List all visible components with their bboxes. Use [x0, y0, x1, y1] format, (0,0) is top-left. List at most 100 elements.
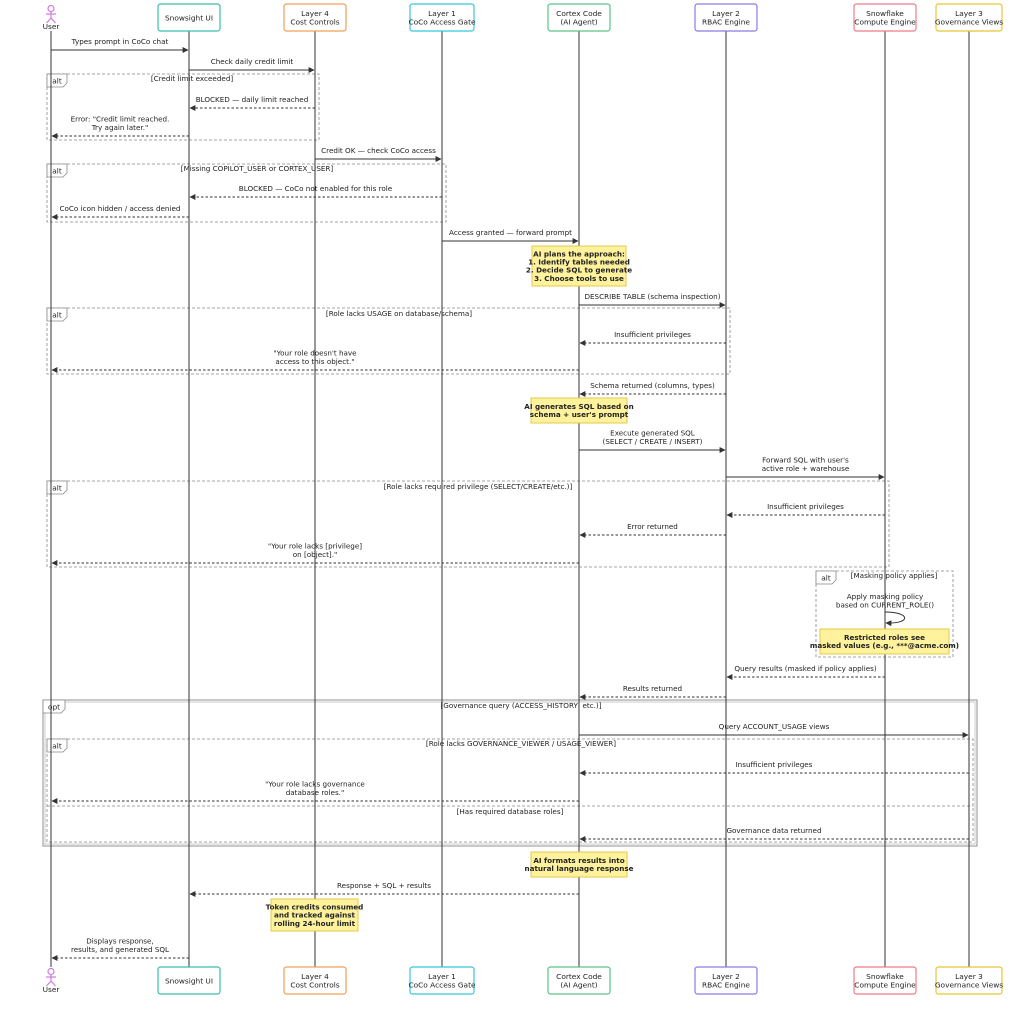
- fragment-kind: alt: [52, 311, 62, 320]
- alt-fragment: alt[Role lacks GOVERNANCE_VIEWER / USAGE…: [46, 738, 974, 843]
- message-label: Query ACCOUNT_USAGE views: [719, 722, 830, 731]
- message-label: Error returned: [627, 522, 678, 531]
- fragment-tag: [46, 307, 68, 322]
- participant-label: User: [43, 985, 61, 994]
- message-label: Displays response,results, and generated…: [71, 937, 169, 954]
- fragment-frame: [46, 73, 320, 141]
- message-cost-to-ui: BLOCKED — daily limit reached: [189, 95, 315, 111]
- participant-box: [157, 966, 221, 995]
- note-box: [531, 245, 627, 287]
- fragment-tag: [42, 699, 66, 714]
- fragment-tag: [46, 73, 68, 88]
- fragment-kind: alt: [52, 742, 62, 751]
- message-label: Results returned: [623, 684, 682, 693]
- note-box: [530, 397, 628, 424]
- participant-ui-top: Snowsight UI: [157, 3, 221, 32]
- fragment-kind: opt: [48, 703, 60, 712]
- fragment-condition: [Governance query (ACCESS_HISTORY, etc.)…: [440, 701, 601, 710]
- fragment-tag: [46, 163, 68, 178]
- message-ui-to-user: Error: "Credit limit reached.Try again l…: [51, 115, 189, 139]
- fragment-kind: alt: [52, 484, 62, 493]
- fragment-frame: [42, 699, 978, 847]
- fragment-condition: [Masking policy applies]: [851, 571, 938, 580]
- participant-cortex-bottom: Cortex Code(AI Agent): [547, 966, 611, 995]
- message-ui-to-cost: Check daily credit limit: [189, 57, 315, 73]
- participant-box: [694, 966, 758, 995]
- participant-user-bottom: User: [43, 967, 61, 994]
- participant-label: Snowsight UI: [165, 14, 213, 23]
- message-rbac-to-cortex: Error returned: [579, 522, 726, 538]
- message-label: BLOCKED — CoCo not enabled for this role: [239, 184, 393, 193]
- message-label: "Your role lacks [privilege]on [object].…: [268, 542, 362, 559]
- message-cortex-to-rbac: DESCRIBE TABLE (schema inspection): [579, 292, 726, 308]
- fragment-condition: [Role lacks USAGE on database/schema]: [326, 309, 472, 318]
- note-box: [270, 898, 359, 932]
- participant-box: [283, 3, 347, 32]
- participant-box: [694, 3, 758, 32]
- message-cortex-to-gov: Query ACCOUNT_USAGE views: [579, 722, 969, 738]
- opt-fragment: opt [Governance query (ACCESS_HISTORY, et…: [42, 699, 978, 847]
- message-gate-to-cortex: Access granted — forward prompt: [442, 228, 579, 244]
- message-rbac-to-cortex: Insufficient privileges: [579, 330, 726, 346]
- fragment-kind: alt: [52, 167, 62, 176]
- message-ui-to-user: CoCo icon hidden / access denied: [51, 204, 189, 220]
- message-gov-to-cortex: Insufficient privileges: [579, 760, 969, 776]
- message-cost-to-gate: Credit OK — check CoCo access: [315, 146, 442, 162]
- fragment-inner-frame: [44, 701, 976, 845]
- message-label: Access granted — forward prompt: [449, 228, 572, 237]
- message-gov-to-cortex: Governance data returned: [579, 826, 969, 842]
- fragment-else-condition: [Has required database roles]: [457, 807, 564, 816]
- message-ui-to-user: Displays response,results, and generated…: [51, 937, 189, 961]
- message-label: Credit OK — check CoCo access: [321, 146, 436, 155]
- note-box: [530, 851, 628, 878]
- message-label: Error: "Credit limit reached.Try again l…: [71, 115, 170, 132]
- fragment-condition: [Credit limit exceeded]: [151, 74, 234, 83]
- message-label: Schema returned (columns, types): [590, 381, 715, 390]
- fragment-tag: [46, 480, 68, 495]
- participant-box: [157, 3, 221, 32]
- message-label: Insufficient privileges: [614, 330, 691, 339]
- fragment-frame: [46, 480, 890, 568]
- message-compute-to-rbac: Insufficient privileges: [726, 502, 885, 518]
- fragment-tag: [46, 738, 68, 753]
- participant-box: [853, 966, 917, 995]
- participant-label: Snowsight UI: [165, 977, 213, 986]
- message-label: Insufficient privileges: [767, 502, 844, 511]
- participant-box: [409, 3, 475, 32]
- participant-box: [935, 966, 1003, 995]
- message-label: CoCo icon hidden / access denied: [60, 204, 181, 213]
- alt-fragment: alt[Credit limit exceeded]: [46, 73, 320, 141]
- message-label: Insufficient privileges: [736, 760, 813, 769]
- message-cortex-to-user: "Your role lacks [privilege]on [object].…: [51, 542, 579, 566]
- participant-box: [547, 3, 611, 32]
- participant-label: Cortex Code(AI Agent): [556, 972, 602, 989]
- alt-fragment: alt[Missing COPILOT_USER or CORTEX_USER]: [46, 163, 447, 223]
- participant-cortex-top: Cortex Code(AI Agent): [547, 3, 611, 32]
- fragment-frame: [46, 738, 974, 843]
- fragment-frame: [46, 163, 447, 223]
- message-label: DESCRIBE TABLE (schema inspection): [584, 292, 720, 301]
